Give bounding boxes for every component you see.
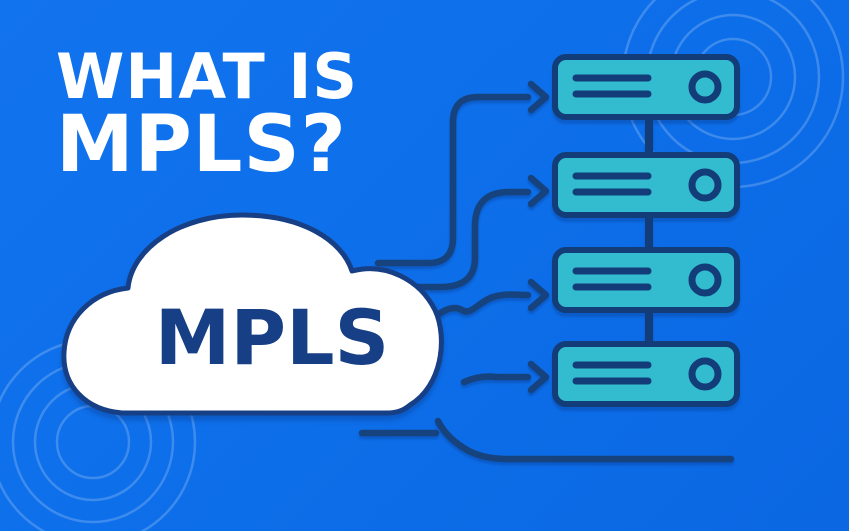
bypass-line-icon bbox=[358, 417, 735, 463]
arrow-to-server-2-icon bbox=[413, 178, 546, 291]
server-rack bbox=[555, 57, 737, 404]
server-4-icon bbox=[555, 344, 737, 404]
arrow-to-server-1-icon bbox=[374, 84, 546, 267]
server-1-icon bbox=[555, 57, 737, 117]
arrow-to-server-3-icon bbox=[423, 282, 546, 327]
page-title-line1: WHAT IS bbox=[56, 40, 359, 113]
arrow-to-server-4-icon bbox=[460, 364, 546, 390]
server-3-icon bbox=[555, 250, 737, 310]
mpls-cloud-icon bbox=[61, 212, 444, 416]
server-2-icon bbox=[555, 155, 737, 215]
cloud-label: MPLS bbox=[154, 293, 390, 382]
page-title-line2: MPLS? bbox=[56, 100, 347, 190]
